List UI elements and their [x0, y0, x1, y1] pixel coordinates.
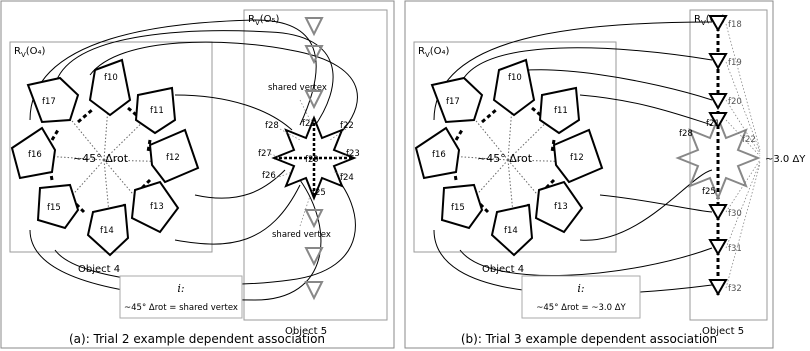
legend-box-b: [521, 275, 641, 319]
face-label-f12: f12: [166, 153, 180, 163]
face-label-b-f16: f16: [432, 150, 446, 160]
association-curves-a: [29, 19, 358, 301]
face-f10: [88, 58, 132, 117]
face-label-f26: f26: [262, 171, 276, 181]
face-label-b-f10: f10: [508, 73, 522, 83]
face-label-f27: f27: [258, 149, 272, 159]
face-label-b-f11: f11: [554, 106, 568, 116]
object-5-vertices-a: [304, 17, 324, 301]
region-box-object-5: [243, 9, 388, 321]
object-5-star-b: [675, 115, 761, 201]
dy-leaders: [725, 23, 761, 289]
face-label-b-f14: f14: [504, 226, 518, 236]
object-5-vertices-b: [708, 15, 728, 297]
face-label-b-f12: f12: [570, 153, 584, 163]
shared-vertex-label-bottom: shared vertex: [272, 230, 331, 240]
caption-a: (a): Trial 2 example dependent associati…: [69, 332, 325, 346]
face-label-f31: f31: [728, 244, 742, 254]
legend-box-a: [119, 275, 243, 319]
rotation-label-b: ~45° Δrot: [477, 152, 533, 165]
shared-vertex-label-top: shared vertex: [268, 83, 327, 93]
face-label-b-f17: f17: [446, 97, 460, 107]
face-f11: [134, 86, 177, 135]
region-box-object-5-b: [689, 9, 768, 321]
face-label-f11: f11: [150, 106, 164, 116]
object-label-5-a: Object 5: [285, 326, 327, 337]
region-label-left-b: RV(O₄): [418, 46, 450, 59]
face-label-b-f22: f22: [742, 135, 756, 145]
object-label-5-b: Object 5: [702, 326, 744, 337]
face-label-f25: f25: [312, 188, 326, 198]
rotation-label-a: ~45° Δrot: [73, 152, 129, 165]
face-label-f13: f13: [150, 202, 164, 212]
caption-b: (b): Trial 3 example dependent associati…: [461, 332, 717, 346]
object-4-faces-b: [414, 58, 604, 257]
face-label-f23: f23: [346, 149, 360, 159]
object-label-4-b: Object 4: [482, 264, 524, 275]
region-label-left: RV(O₄): [14, 46, 46, 59]
panel-a: RV(O₄) RV(O₅): [0, 0, 395, 349]
face-label-f15: f15: [47, 203, 61, 213]
face-label-f18: f18: [728, 20, 742, 30]
region-label-right: RV(O₅): [248, 14, 280, 27]
face-label-f30: f30: [728, 209, 742, 219]
object-4-faces-a: [10, 58, 200, 257]
face-label-b-f28: f28: [679, 129, 693, 139]
face-label-b-f15: f15: [451, 203, 465, 213]
star-links-a: [274, 118, 354, 198]
panel-a-frame: [0, 0, 395, 349]
dy-label: ~3.0 ΔY: [765, 154, 806, 165]
face-label-b-f25: f25: [702, 187, 716, 197]
legend-text-b: ~45° Δrot = ~3.0 ΔY: [536, 303, 626, 313]
face-label-f14: f14: [100, 226, 114, 236]
face-label-f19: f19: [728, 58, 742, 68]
legend-i-b: i:: [577, 282, 584, 295]
panel-b-frame: [404, 0, 774, 349]
face-f14: [86, 203, 130, 257]
face-f15: [36, 183, 80, 230]
legend-text-a: ~45° Δrot = shared vertex: [124, 303, 238, 313]
face-label-b-f13: f13: [554, 202, 568, 212]
face-f17: [26, 76, 80, 124]
object-label-4-a: Object 4: [78, 264, 120, 275]
face-label-f32: f32: [728, 284, 742, 294]
face-f16: [10, 126, 57, 180]
legend-i-a: i:: [177, 282, 184, 295]
face-label-f24: f24: [340, 173, 354, 183]
face-label-f22: f22: [340, 121, 354, 131]
star-leaders-a: [269, 99, 351, 227]
face-label-f17: f17: [42, 97, 56, 107]
face-label-f16: f16: [28, 150, 42, 160]
face-label-f28: f28: [265, 121, 279, 131]
face-label-f21: f21: [302, 119, 316, 129]
face-f12: [148, 128, 200, 184]
face-label-f10: f10: [104, 73, 118, 83]
face-f13: [130, 180, 180, 234]
face-label-b-f21: f21: [706, 119, 720, 129]
face-label-f20: f20: [728, 97, 742, 107]
face-label-f29: f29: [305, 155, 319, 165]
panel-b: RV(O₄) RV(O₅): [404, 0, 806, 349]
